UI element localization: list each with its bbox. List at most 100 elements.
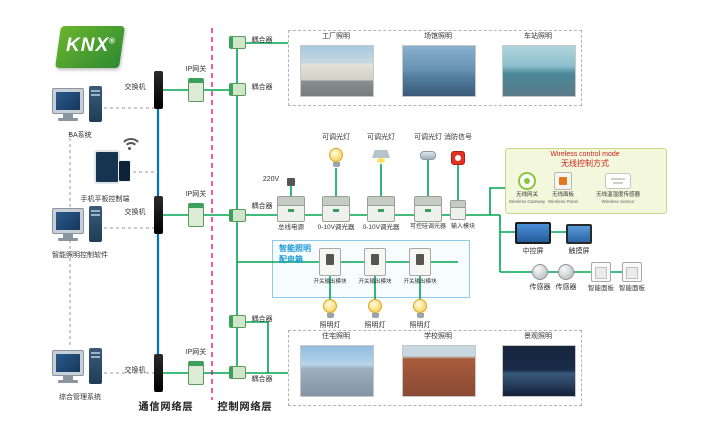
scr-dimmer-module	[414, 196, 442, 222]
switch-actuator-1	[319, 248, 341, 276]
label-mobile-terminal: 手机平板控制端	[80, 196, 130, 203]
knx-logo-text: KNX®	[66, 35, 117, 56]
ethernet-switch-1	[154, 71, 163, 109]
label-coupler-1: 耦合器	[251, 37, 273, 44]
dimmable-spot-icon	[420, 151, 436, 160]
tablet-icon	[94, 150, 120, 184]
bus-coupler-2	[229, 83, 246, 96]
registered-mark: ®	[109, 36, 117, 46]
monitor-icon	[52, 208, 84, 234]
label-lamp-3: 照明灯	[409, 322, 431, 329]
photo-factory-lighting	[300, 45, 374, 97]
ba-system-computer	[52, 86, 104, 130]
monitor-icon	[52, 350, 84, 376]
pc-tower-icon	[89, 206, 102, 242]
label-power-in: 220V	[262, 176, 280, 183]
label-ip-gateway-2: IP网关	[185, 191, 207, 198]
label-dimmer-1: 0-10V调光器	[317, 224, 355, 231]
lighting-software-computer	[52, 206, 104, 250]
label-lamp-2: 照明灯	[364, 322, 386, 329]
label-communication-layer: 通信网络层	[138, 402, 194, 413]
wireless-gateway-icon	[518, 172, 536, 190]
label-fire-signal: 消防信号	[444, 134, 472, 141]
label-switch-1: 交换机	[124, 84, 146, 91]
fire-alarm-icon	[451, 151, 465, 165]
central-control-screen	[515, 222, 551, 244]
bus-coupler-4	[229, 315, 246, 328]
photo-venue-lighting	[402, 45, 476, 97]
label-wireless-gateway-zh: 无线网关	[515, 192, 539, 198]
label-wireless-sensor-en: Wireless Sensor	[601, 199, 635, 204]
ethernet-switch-3	[154, 354, 163, 392]
label-dimmable-lamp-2: 可调光灯	[367, 134, 395, 141]
ip-gateway-1	[188, 78, 204, 102]
label-smart-panel-1: 智能面板	[588, 285, 614, 292]
label-dist-box-line1: 智能照明	[279, 244, 311, 253]
smart-panel-2	[622, 262, 642, 282]
sensor-1	[532, 264, 548, 280]
label-smart-panel-2: 智能面板	[619, 285, 645, 292]
label-sensor-1: 传感器	[529, 284, 551, 291]
label-wireless-panel-zh: 无线面板	[551, 192, 575, 198]
bus-coupler-5	[229, 366, 246, 379]
label-wireless-sensor-zh: 无线温湿度传感器	[595, 192, 641, 198]
label-wireless-gateway-en: Wireless Gateway	[508, 199, 546, 204]
label-scr-dimmer: 可控硅调光器	[409, 224, 447, 230]
dimmer-module-1	[322, 196, 350, 222]
monitor-base	[58, 238, 78, 241]
monitor-stand	[63, 234, 73, 238]
label-dimmable-lamp-1: 可调光灯	[322, 134, 350, 141]
photo-school-lighting	[402, 345, 476, 397]
phone-icon	[118, 160, 131, 182]
dimmer-module-2	[367, 196, 395, 222]
monitor-base	[58, 118, 78, 121]
switch-actuator-2	[364, 248, 386, 276]
label-coupler-3: 耦合器	[251, 203, 273, 210]
knx-logo: KNX®	[55, 26, 125, 68]
label-scene-school: 学校照明	[424, 333, 452, 340]
label-ip-gateway-1: IP网关	[185, 66, 207, 73]
label-control-layer: 控制网络层	[217, 402, 273, 413]
label-coupler-5: 耦合器	[251, 376, 273, 383]
pc-tower-icon	[89, 86, 102, 122]
switch-actuator-3	[409, 248, 431, 276]
monitor-stand	[63, 114, 73, 118]
label-ip-gateway-3: IP网关	[185, 349, 207, 356]
label-scene-venue: 场馆照明	[424, 33, 452, 40]
label-central-screen: 中控屏	[522, 248, 544, 255]
touch-screen	[566, 224, 592, 244]
label-dimmable-lamp-3: 可调光灯	[414, 134, 442, 141]
label-management-system: 综合管理系统	[59, 394, 101, 401]
label-wireless-panel-en: Wireless Panel	[547, 199, 579, 204]
photo-station-lighting	[502, 45, 576, 97]
ip-gateway-3	[188, 361, 204, 385]
lamp-icon-2	[368, 299, 382, 319]
label-scene-station: 车站照明	[524, 33, 552, 40]
label-switch-actuator-3: 开关输出模块	[403, 279, 437, 285]
pc-tower-icon	[89, 348, 102, 384]
photo-landscape-lighting	[502, 345, 576, 397]
monitor-stand	[63, 376, 73, 380]
monitor-base	[58, 380, 78, 383]
bus-coupler-3	[229, 209, 246, 222]
management-computer	[52, 348, 104, 392]
bus-power-module	[277, 196, 305, 222]
ip-gateway-2	[188, 203, 204, 227]
dimmable-lamp-icon-1	[329, 148, 343, 168]
label-sensor-2: 传感器	[555, 284, 577, 291]
label-scene-residential: 住宅照明	[322, 333, 350, 340]
lamp-icon-3	[413, 299, 427, 319]
power-inlet-icon	[287, 178, 295, 186]
label-dist-box-line2: 配电箱	[279, 255, 303, 264]
label-input-module: 输入模块	[450, 224, 476, 230]
input-module	[450, 200, 466, 220]
label-switch-3: 交换机	[124, 367, 146, 374]
label-switch-actuator-2: 开关输出模块	[358, 279, 392, 285]
label-dimmer-2: 0-10V调光器	[362, 224, 400, 231]
wifi-icon	[120, 138, 142, 154]
label-switch-2: 交换机	[124, 209, 146, 216]
label-wireless-title-zh: 无线控制方式	[561, 159, 609, 168]
label-lighting-software: 智能照明控制软件	[52, 252, 108, 259]
wireless-panel-icon	[554, 172, 572, 190]
